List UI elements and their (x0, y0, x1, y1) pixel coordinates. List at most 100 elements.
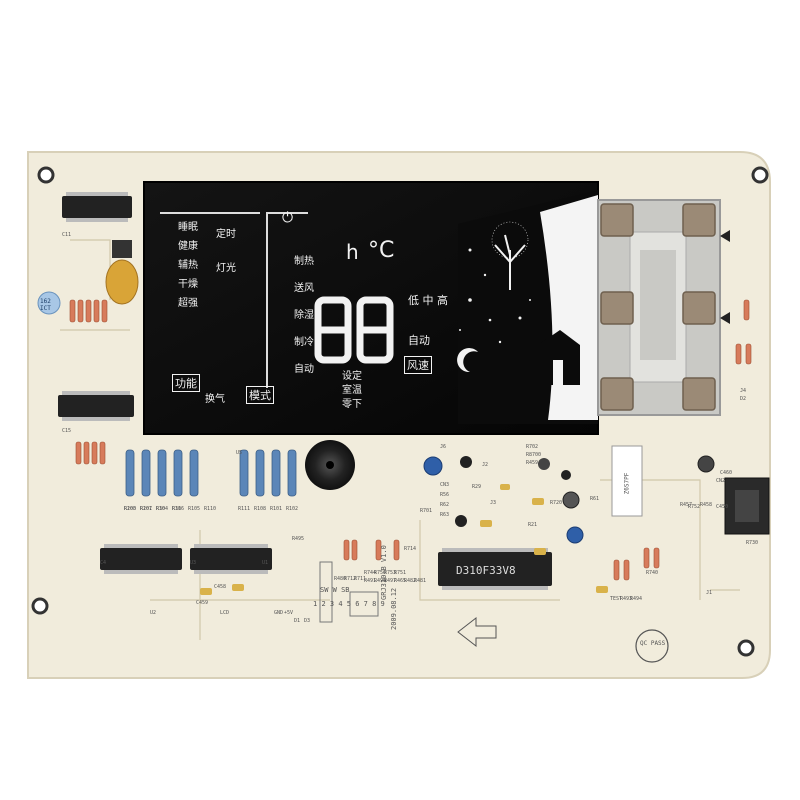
cool-label: 制冷 (294, 337, 314, 348)
designator-label: R494 (630, 596, 643, 602)
lcd-right-column: 制热 送风 除湿 制冷 自动 (294, 248, 316, 383)
lcd-mid-column: 定时 灯光 (216, 218, 246, 286)
arrow-mark (457, 616, 497, 648)
designator-label: CN3 (440, 482, 450, 488)
designator-label: J4 (740, 388, 747, 394)
designator-label: GND (274, 610, 284, 616)
set-label: 设定 (342, 371, 362, 382)
digits-readout: 88 (322, 304, 323, 305)
ic-pins (62, 192, 548, 590)
pin-header (319, 561, 379, 623)
designator-label: R457 (680, 502, 693, 508)
designator-label: R458 (700, 502, 713, 508)
fan-speed-high: 高 (437, 294, 448, 307)
designator-label: C459 (196, 600, 209, 606)
designator-label: R108 (254, 506, 267, 512)
sleep-label: 睡眠 (178, 222, 198, 233)
switch-label-sw: SW (320, 586, 329, 594)
fan-speed-row: 低 中 高 (408, 292, 448, 308)
pin-6: 6 (355, 600, 360, 608)
pin-2: 2 (321, 600, 326, 608)
ventilation-label: 换气 (205, 394, 225, 405)
designator-label: R102 (286, 506, 299, 512)
room-temp-label: 室温 (342, 385, 362, 396)
designator-label: R744 (364, 570, 377, 576)
designator-label: R491 (364, 578, 377, 584)
designator-label: TEST (610, 596, 623, 602)
designator-label: U5 (236, 450, 243, 456)
pin-1: 1 (313, 600, 318, 608)
pin-5: 5 (346, 600, 351, 608)
designator-label: R497 (384, 578, 397, 584)
designator-label: R753 (384, 570, 397, 576)
designator-label: R63 (440, 512, 450, 518)
pin-4: 4 (338, 600, 343, 608)
lcd-left-column: 睡眠 健康 辅热 干燥 超强 (178, 218, 204, 313)
pin-7: 7 (363, 600, 368, 608)
designator-label: R103 (124, 506, 137, 512)
lcd-display (143, 181, 599, 435)
ict-label: 162 ICT (40, 298, 51, 312)
designator-label: U3 (190, 560, 197, 566)
designator-label: C11 (62, 232, 72, 238)
fan-speed-low: 低 (408, 294, 419, 307)
designator-label: R465 (394, 578, 407, 584)
designator-label: R720 (550, 500, 563, 506)
switch-label-sb: SB (341, 586, 350, 594)
designator-label: C15 (62, 428, 72, 434)
designator-label: C4 (100, 560, 107, 566)
designator-label: C450 (716, 504, 729, 510)
pin-3: 3 (329, 600, 335, 608)
timer-label: 定时 (216, 229, 236, 240)
dehumidify-label: 除湿 (294, 310, 314, 321)
designator-label: R110 (204, 506, 217, 512)
function-label: 功能 (172, 374, 200, 392)
designator-label: R29 (472, 484, 482, 490)
designator-label: R106 (172, 506, 185, 512)
heat-label: 制热 (294, 256, 314, 267)
sticker (611, 445, 643, 517)
push-buttons[interactable] (600, 203, 716, 411)
designator-label: R8700 (526, 452, 542, 458)
designator-label: U1 (262, 560, 269, 566)
designator-label: R62 (440, 502, 450, 508)
ict-sticker (37, 291, 61, 315)
designator-label: U2 (150, 610, 157, 616)
arrow-markers (720, 230, 730, 324)
fan-speed-mid: 中 (422, 294, 434, 307)
designator-label: R495 (292, 536, 305, 542)
designator-label: R740 (646, 570, 659, 576)
designator-label: R751 (394, 570, 407, 576)
designator-label: R493 (620, 596, 633, 602)
capacitors (423, 455, 715, 544)
designator-label: LCD (220, 610, 230, 616)
designator-label: +5V (284, 610, 294, 616)
designator-label: R56 (440, 492, 450, 498)
ir-receiver (105, 259, 139, 305)
unit-h: h (346, 240, 359, 264)
smd-capacitors (200, 484, 608, 595)
designator-label: J3 (490, 500, 497, 506)
designator-label: CN2 (716, 478, 726, 484)
seven-segment-digits (314, 296, 394, 364)
mode-label: 模式 (246, 386, 274, 404)
designator-label: R31 (172, 506, 182, 512)
pin-8: 8 (372, 600, 377, 608)
mcu-chip-label: D310F33V8 (456, 564, 516, 577)
designator-label: J1 (706, 590, 713, 596)
designator-label: R30 (156, 506, 166, 512)
designator-label: R21 (528, 522, 538, 528)
designator-label: R481 (414, 578, 427, 584)
designator-label: R201 (140, 506, 153, 512)
light-label: 灯光 (216, 263, 236, 274)
pin-header-numbers: 1 2 3 4 5 6 7 8 9 (313, 600, 385, 608)
fan-speed-box: 风速 (404, 356, 432, 374)
designator-label: R61 (590, 496, 600, 502)
switch-label-w: W (332, 586, 337, 594)
designator-label: J2 (482, 462, 489, 468)
designator-label: D2 (740, 396, 747, 402)
designator-label: R480 (334, 576, 347, 582)
designator-label: R101 (270, 506, 283, 512)
designator-label: R730 (746, 540, 759, 546)
